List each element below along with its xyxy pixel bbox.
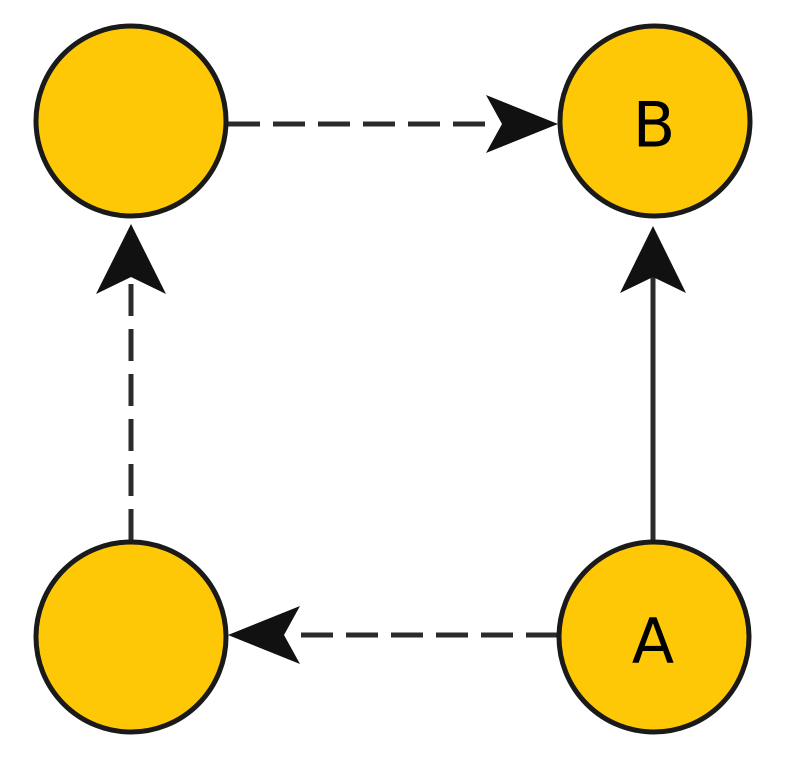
edge-a-to-b-arrowhead [620, 226, 686, 293]
node-top-right-circle [557, 23, 753, 219]
node-bottom-right-circle [556, 539, 752, 735]
node-top-left[interactable] [33, 23, 229, 219]
node-top-right[interactable]: B [557, 23, 753, 219]
node-bottom-left-circle [33, 539, 229, 735]
edge-a-to-bottom-left[interactable] [228, 606, 558, 664]
edge-a-to-b[interactable] [620, 226, 686, 540]
node-group: B A [33, 23, 753, 735]
edge-top-left-to-b-arrowhead [486, 95, 558, 153]
node-top-left-circle [33, 23, 229, 219]
node-bottom-right[interactable]: A [556, 539, 752, 735]
edge-bottom-left-to-top-left[interactable] [96, 224, 166, 541]
node-top-right-label: B [633, 89, 676, 162]
edge-group [96, 95, 686, 664]
node-bottom-left[interactable] [33, 539, 229, 735]
edge-top-left-to-b[interactable] [228, 95, 558, 153]
edge-a-to-bottom-left-arrowhead [228, 606, 300, 664]
node-bottom-right-label: A [632, 605, 674, 678]
edge-bottom-left-to-top-left-arrowhead [96, 224, 166, 294]
